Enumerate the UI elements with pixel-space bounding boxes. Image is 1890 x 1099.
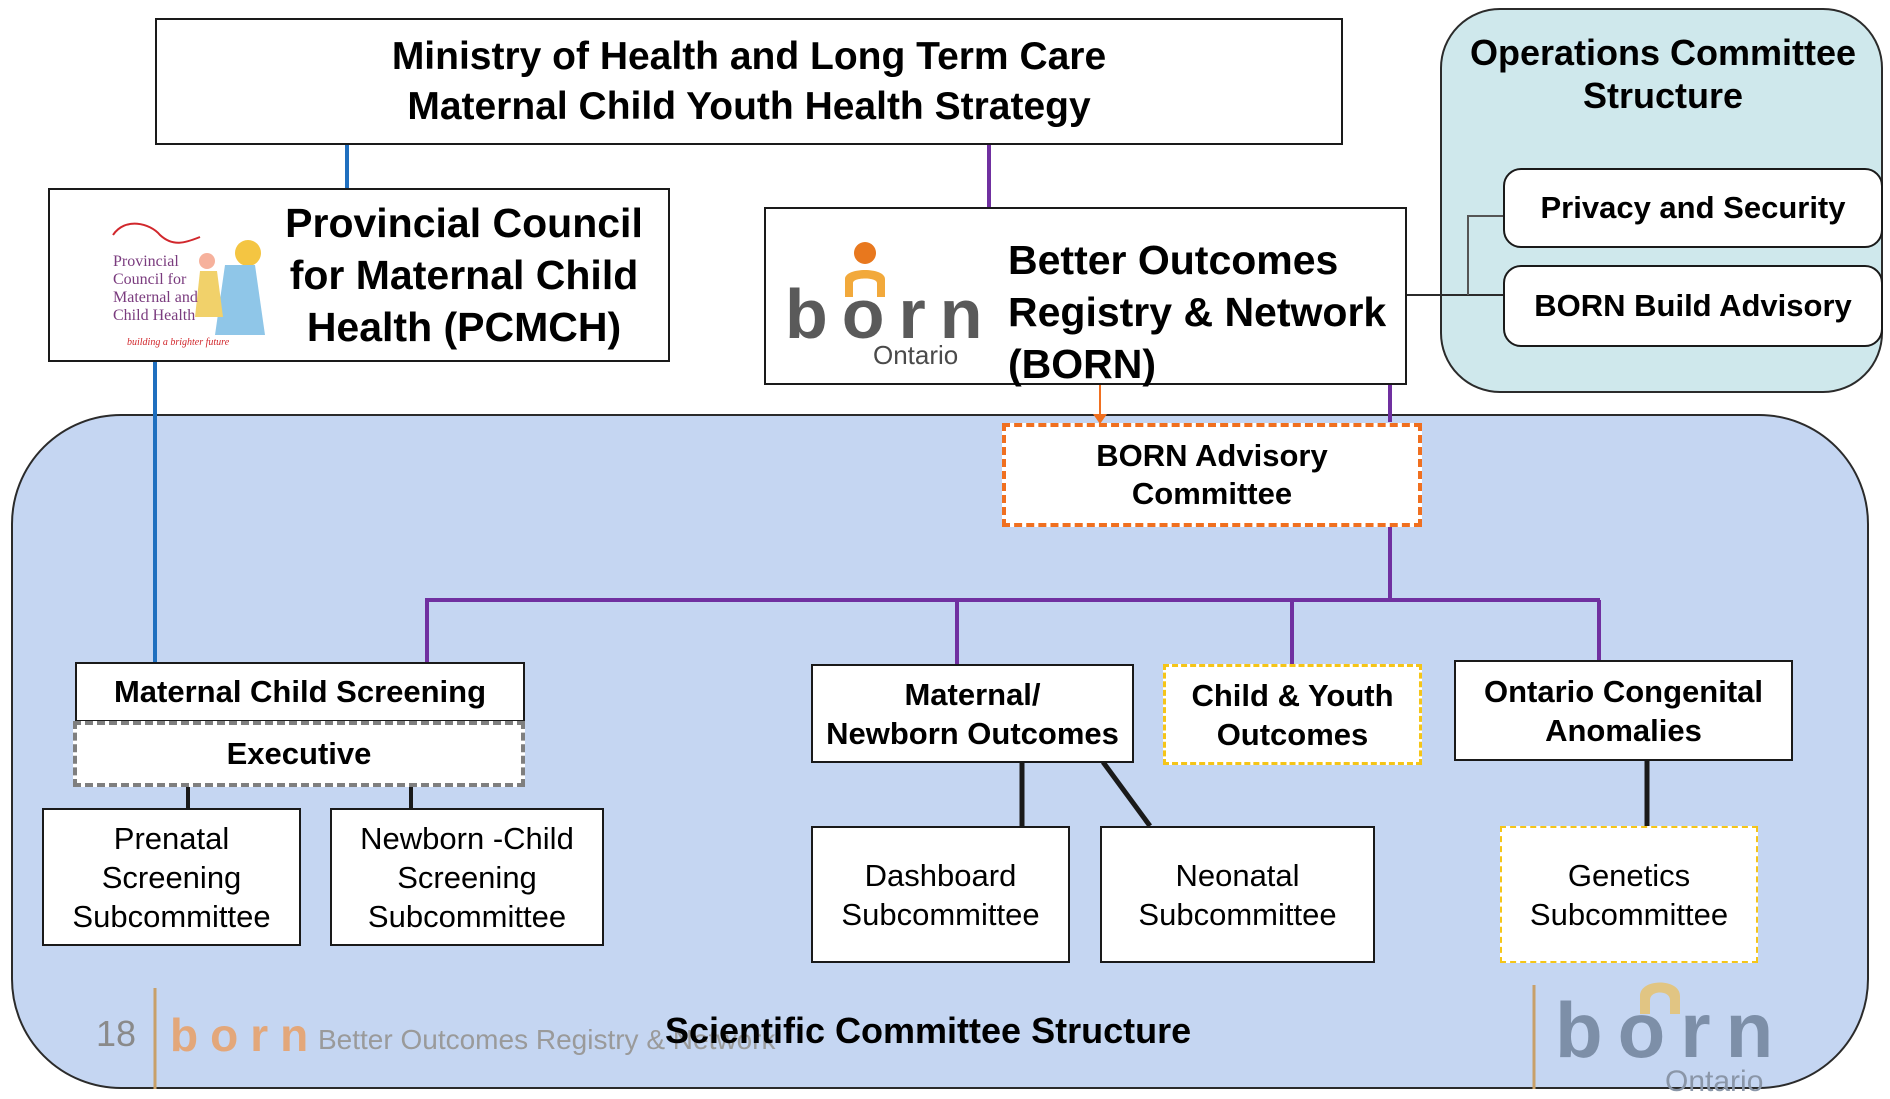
newborn-child-line1: Newborn -Child [360,820,574,856]
operations-committee-title: Operations Committee Structure [1448,28,1878,120]
ministry-line2: Maternal Child Youth Health Strategy [407,84,1091,128]
prenatal-line2: Screening [101,859,242,895]
pcmch-title-line1: Provincial Council [285,200,643,246]
maternal-child-screening-box: Maternal Child Screening [75,662,525,722]
scientific-committee-structure-label: Scientific Committee Structure [665,1010,1192,1051]
born-box [764,207,1407,385]
footer-born-logo-word: born [1555,986,1789,1074]
prenatal-line3: Subcommittee [72,898,271,934]
newborn-child-line2: Screening [397,859,537,895]
dashboard-subcommittee-box: Dashboard Subcommittee [811,826,1070,963]
privacy-security-label: Privacy and Security [1540,190,1846,225]
pcmch-title: Provincial Council for Maternal Child He… [268,196,660,354]
dashboard-line1: Dashboard [864,857,1017,893]
footer-born-word: born [170,1009,321,1061]
pcmch-logo-line3: Maternal and [113,289,198,306]
footer-page-number: 18 [96,1013,137,1054]
advisory-line2: Committee [1131,476,1293,511]
pcmch-logo: Provincial Council for Maternal and Chil… [105,205,267,355]
maternal-child-screening-label: Maternal Child Screening [113,674,487,709]
ontario-congenital-anomalies-box: Ontario Congenital Anomalies [1454,660,1793,761]
born-title-line3: (BORN) [1008,341,1157,387]
pcmch-box [48,188,670,362]
genetics-line2: Subcommittee [1529,896,1729,932]
newborn-child-screening-subcommittee-box: Newborn -Child Screening Subcommittee [330,808,604,946]
pcmch-logo-line1: Provincial [113,253,179,270]
child-youth-line1: Child & Youth [1191,677,1394,713]
pcmch-logo-line2: Council for [113,271,187,288]
executive-box: Executive [73,721,525,787]
born-logo-sub: Ontario [873,340,959,370]
neonatal-subcommittee-box: Neonatal Subcommittee [1100,826,1375,963]
privacy-security-box: Privacy and Security [1503,168,1883,248]
ministry-line1: Ministry of Health and Long Term Care [391,34,1107,78]
born-build-advisory-box: BORN Build Advisory [1503,265,1883,347]
pcmch-logo-swirl [112,222,265,335]
footer-born-logo-sub: Ontario [1665,1065,1764,1098]
born-advisory-committee-box: BORN Advisory Committee [1002,423,1422,527]
born-title: Better Outcomes Registry & Network (BORN… [1008,234,1406,390]
pcmch-title-line2: for Maternal Child [289,252,639,298]
born-title-line2: Registry & Network [1008,289,1387,335]
pcmch-logo-line4: Child Health [113,307,196,324]
genetics-line1: Genetics [1567,857,1691,893]
prenatal-line1: Prenatal [113,820,230,856]
congenital-line1: Ontario Congenital [1484,673,1763,709]
newborn-child-line3: Subcommittee [367,898,567,934]
pcmch-logo-tagline: building a brighter future [127,337,230,348]
born-logo: born Ontario [785,232,985,372]
neonatal-line2: Subcommittee [1138,896,1337,932]
born-logo-figure-icon [845,242,885,297]
advisory-line1: BORN Advisory [1096,438,1328,473]
born-title-line1: Better Outcomes [1008,237,1339,283]
footer-tagline: Better Outcomes Registry & Network [318,1024,776,1055]
executive-label: Executive [226,736,372,771]
pcmch-logo-text: Provincial Council for Maternal and Chil… [113,253,198,325]
dashboard-line2: Subcommittee [841,896,1040,932]
operations-title-line2: Structure [1582,75,1744,116]
pcmch-title-line3: Health (PCMCH) [306,304,622,350]
child-youth-line2: Outcomes [1216,716,1369,752]
born-logo-word: born [785,275,997,353]
maternal-newborn-outcomes-box: Maternal/ Newborn Outcomes [811,664,1134,763]
genetics-subcommittee-box: Genetics Subcommittee [1500,826,1758,963]
maternal-newborn-line2: Newborn Outcomes [826,715,1119,751]
neonatal-line1: Neonatal [1175,857,1300,893]
ministry-box: Ministry of Health and Long Term Care Ma… [155,18,1343,145]
operations-title-line1: Operations Committee [1469,32,1857,73]
congenital-line2: Anomalies [1545,712,1702,748]
footer-born-figure-icon [1640,982,1680,1014]
maternal-newborn-line1: Maternal/ [904,676,1041,712]
born-build-advisory-label: BORN Build Advisory [1534,288,1852,323]
child-youth-outcomes-box: Child & Youth Outcomes [1163,664,1422,765]
footer-born-logo: born Ontario [1555,955,1795,1098]
prenatal-screening-subcommittee-box: Prenatal Screening Subcommittee [42,808,301,946]
